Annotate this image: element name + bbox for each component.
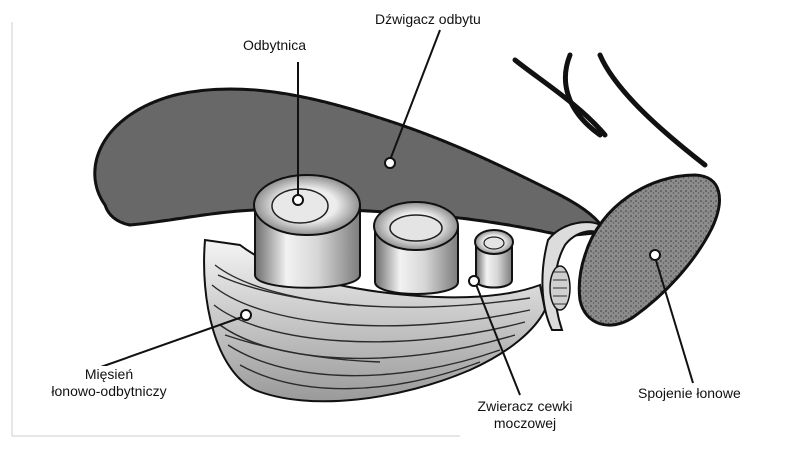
pubic-muscle-bundle xyxy=(550,266,570,310)
vagina-tube xyxy=(374,202,458,294)
label-puborectalis-line2: łonowo-odbytniczy xyxy=(34,383,184,400)
pubic-arch-strokes xyxy=(515,55,705,165)
urethra-tube xyxy=(475,230,513,288)
rectum-tube xyxy=(254,175,360,288)
label-urethral-sphincter-line1: Zwieracz cewki xyxy=(450,398,600,415)
dot-rectum xyxy=(293,195,303,205)
dot-levator-ani xyxy=(385,158,395,168)
label-puborectalis-line1: Mięsień xyxy=(34,366,184,383)
label-levator-ani: Dźwigacz odbytu xyxy=(373,11,483,28)
dot-pubic-symphysis xyxy=(650,250,660,260)
pubic-symphysis-bone xyxy=(579,175,719,325)
label-puborectalis: Mięsień łonowo-odbytniczy xyxy=(32,366,186,400)
label-pubic-symphysis: Spojenie łonowe xyxy=(636,385,743,402)
dot-puborectalis xyxy=(241,310,251,320)
dot-urethral-sphincter xyxy=(469,276,479,286)
label-urethral-sphincter: Zwieracz cewki moczowej xyxy=(448,398,602,432)
label-rectum: Odbytnica xyxy=(241,37,308,54)
label-urethral-sphincter-line2: moczowej xyxy=(450,415,600,432)
